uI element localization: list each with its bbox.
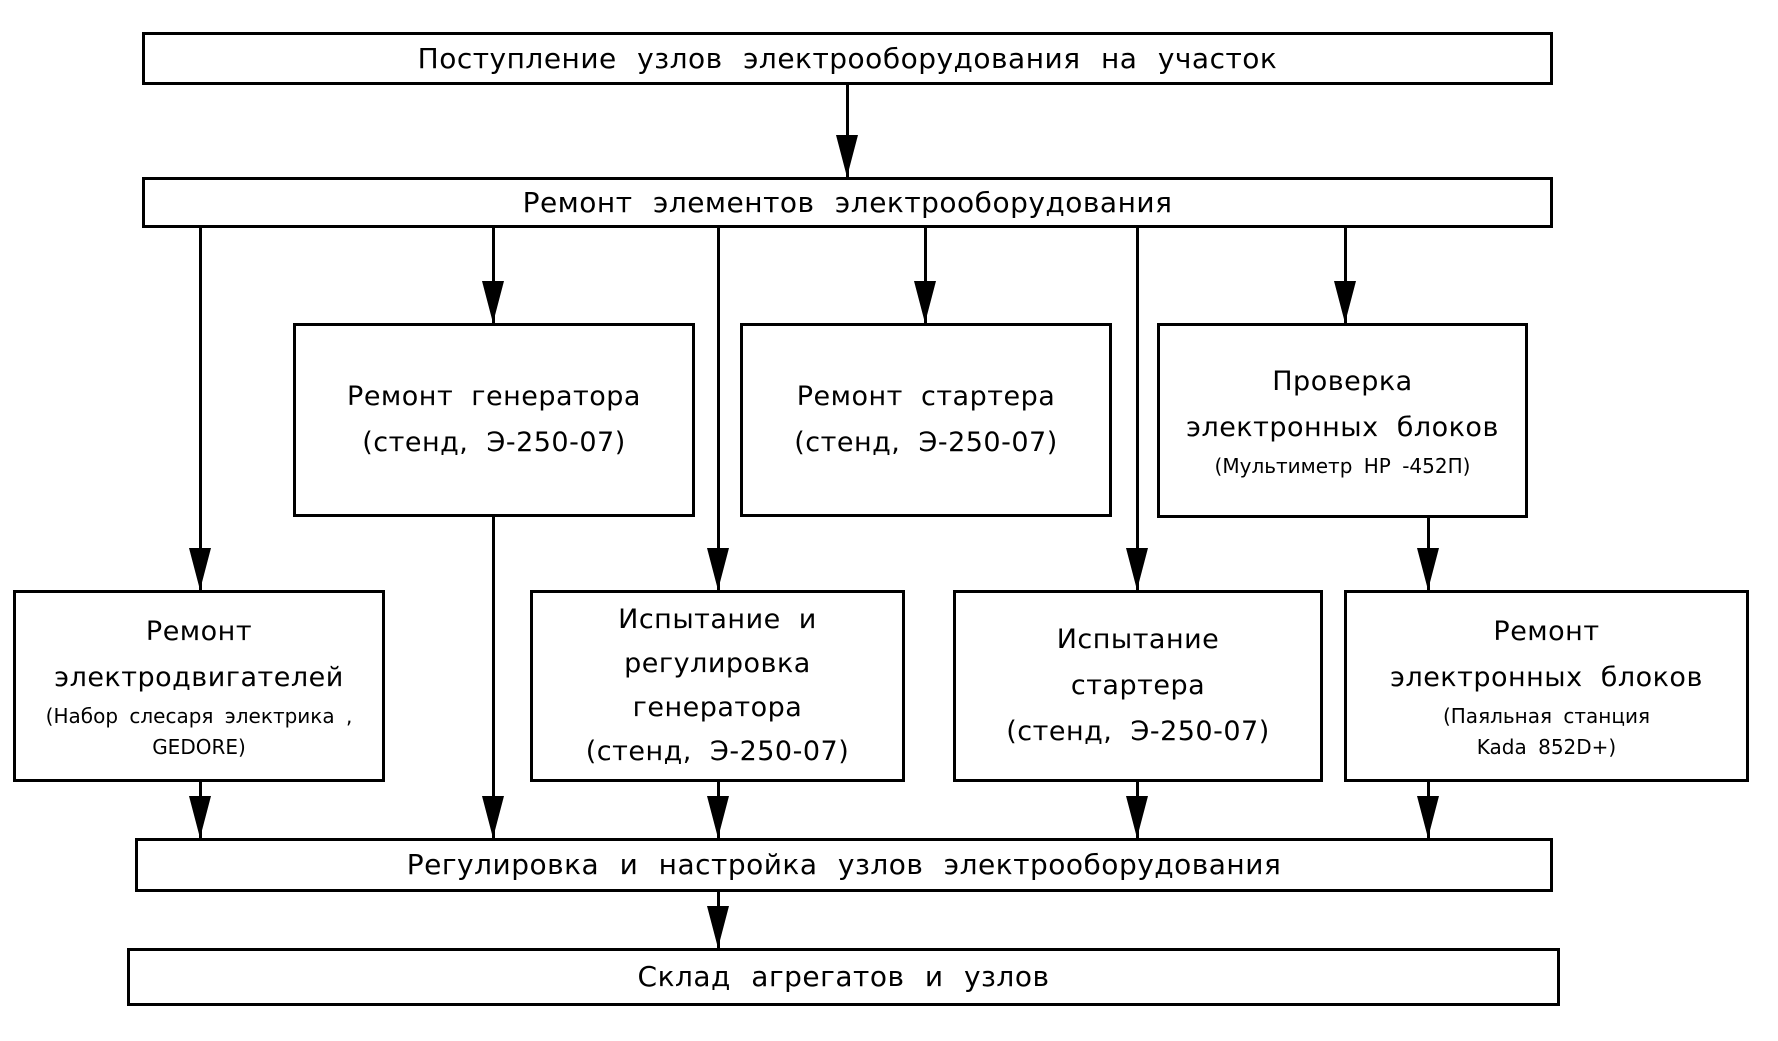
arrow-repair-to-generator-test-line xyxy=(717,228,720,590)
node-starter-test: Испытание стартера (стенд, Э-250-07) xyxy=(953,590,1323,782)
arrow-generator-to-adjustment-line xyxy=(492,517,495,838)
node-electronics-repair-note2: Kada 852D+) xyxy=(1476,735,1617,759)
node-starter-test-line2: стартера xyxy=(1070,670,1206,701)
arrow-repair-to-motor-head xyxy=(189,548,211,590)
arrow-repair-to-starter-test-line xyxy=(1136,228,1139,590)
node-starter-test-line1: Испытание xyxy=(1056,624,1220,655)
arrow-repair-to-starter-head xyxy=(914,281,936,323)
node-motor-repair-note1: (Набор слесаря электрика , xyxy=(45,704,353,728)
node-electronics-repair-note1: (Паяльная станция xyxy=(1442,704,1651,728)
arrow-arrival-to-repair-line xyxy=(846,85,849,177)
node-generator-repair-line1: Ремонт генератора xyxy=(347,381,641,412)
node-adjustment: Регулировка и настройка узлов электрообо… xyxy=(135,838,1553,892)
node-repair-elements: Ремонт элементов электрооборудования xyxy=(142,177,1553,228)
arrow-generator-test-to-adjustment-head xyxy=(707,796,729,838)
node-generator-test-line3: генератора xyxy=(632,692,803,723)
arrow-repair-to-starter-line xyxy=(924,228,927,323)
arrow-generator-to-adjustment-head xyxy=(482,796,504,838)
node-starter-repair-line1: Ремонт стартера xyxy=(796,381,1056,412)
node-electronics-check-note: (Мультиметр HP -452П) xyxy=(1214,454,1471,478)
node-electronics-check-line2: электронных блоков xyxy=(1186,412,1499,443)
arrow-starter-test-to-adjustment-head xyxy=(1126,796,1148,838)
node-repair-elements-label: Ремонт элементов электрооборудования xyxy=(522,185,1173,219)
arrow-repair-to-generator-head xyxy=(482,281,504,323)
node-motor-repair-line2: электродвигателей xyxy=(54,662,344,693)
arrow-repair-to-generator-line xyxy=(492,228,495,323)
arrow-motor-to-adjustment-head xyxy=(189,796,211,838)
arrow-repair-to-generator-test-head xyxy=(707,548,729,590)
node-generator-test-line1: Испытание и xyxy=(618,604,817,635)
node-motor-repair-line1: Ремонт xyxy=(145,616,253,647)
arrow-check-to-electronics-repair-head xyxy=(1417,548,1439,590)
node-generator-test: Испытание и регулировка генератора (стен… xyxy=(530,590,905,782)
node-electronics-check: Проверка электронных блоков (Мультиметр … xyxy=(1157,323,1528,518)
node-arrival-label: Поступление узлов электрооборудования на… xyxy=(417,41,1278,75)
node-motor-repair-note2: GEDORE) xyxy=(152,735,246,759)
node-generator-repair-line2: (стенд, Э-250-07) xyxy=(362,427,626,458)
arrow-electronics-repair-to-adjustment-head xyxy=(1417,796,1439,838)
arrow-repair-to-motor-line xyxy=(199,228,202,590)
arrow-repair-to-electronics-check-line xyxy=(1344,228,1347,323)
node-starter-test-line3: (стенд, Э-250-07) xyxy=(1006,716,1270,747)
node-warehouse: Склад агрегатов и узлов xyxy=(127,948,1560,1006)
arrow-repair-to-electronics-check-head xyxy=(1334,281,1356,323)
node-electronics-repair-line2: электронных блоков xyxy=(1390,662,1703,693)
node-electronics-check-line1: Проверка xyxy=(1272,366,1413,397)
node-generator-repair: Ремонт генератора (стенд, Э-250-07) xyxy=(293,323,695,517)
node-generator-test-line2: регулировка xyxy=(624,648,811,679)
arrow-arrival-to-repair-head xyxy=(836,135,858,177)
node-warehouse-label: Склад агрегатов и узлов xyxy=(637,960,1050,993)
node-electronics-repair-line1: Ремонт xyxy=(1493,616,1600,647)
arrow-adjustment-to-warehouse-head xyxy=(707,906,729,948)
node-electronics-repair: Ремонт электронных блоков (Паяльная стан… xyxy=(1344,590,1749,782)
node-starter-repair: Ремонт стартера (стенд, Э-250-07) xyxy=(740,323,1112,517)
node-adjustment-label: Регулировка и настройка узлов электрообо… xyxy=(406,848,1282,881)
arrow-repair-to-starter-test-head xyxy=(1126,548,1148,590)
node-starter-repair-line2: (стенд, Э-250-07) xyxy=(794,427,1058,458)
node-motor-repair: Ремонт электродвигателей (Набор слесаря … xyxy=(13,590,385,782)
node-generator-test-line4: (стенд, Э-250-07) xyxy=(585,736,850,767)
node-arrival: Поступление узлов электрооборудования на… xyxy=(142,32,1553,85)
